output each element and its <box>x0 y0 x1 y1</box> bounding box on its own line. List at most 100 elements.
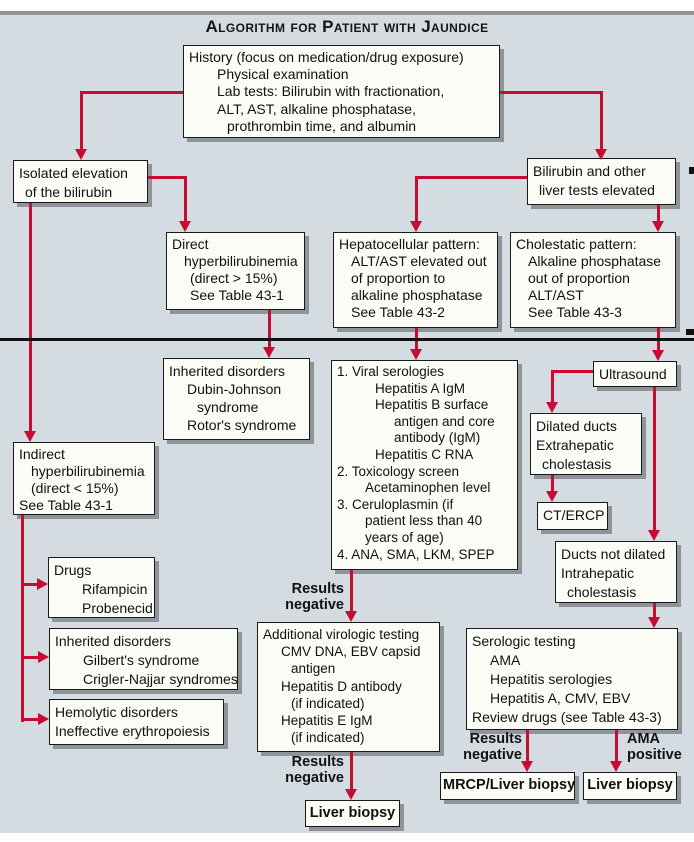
label-line: Results <box>291 754 344 770</box>
text-line: Extrahepatic <box>536 437 614 453</box>
edge-print-mark <box>689 167 694 174</box>
figure-title: Algorithm for Patient with Jaundice <box>205 17 489 36</box>
section-divider-line <box>0 338 694 341</box>
text-line: Bilirubin and other <box>533 163 646 179</box>
node-mrcp-liver-biopsy: MRCP/Liver biopsy <box>440 772 575 800</box>
connector-history-to-bilirubin <box>500 91 603 94</box>
node-drugs: Drugs Rifampicin Probenecid <box>48 557 155 618</box>
label-line: negative <box>463 746 522 763</box>
text-line: Hepatitis B surface <box>375 397 489 413</box>
text-line: hyperbilirubinemia <box>184 253 298 269</box>
text-line: See Table 43-3 <box>528 304 622 320</box>
text-line: ALT/AST <box>528 287 584 303</box>
connector-viral-to-additional <box>350 570 353 611</box>
label-results-negative-viral: Results negative <box>244 581 344 613</box>
text-line: Hepatocellular pattern: <box>339 236 480 252</box>
arrowhead-down-icon <box>75 149 87 160</box>
arrowhead-right-icon <box>38 713 49 725</box>
text-line: History (focus on medication/drug exposu… <box>189 49 464 65</box>
connector-indirect-to-gilbert <box>21 656 38 659</box>
top-rule <box>0 11 694 15</box>
text-line: Rifampicin <box>82 581 148 597</box>
text-line: patient less than 40 <box>365 513 483 529</box>
text-line: syndrome <box>197 399 259 415</box>
text-line: Additional virologic testing <box>263 627 420 642</box>
connector-isolated-to-direct <box>184 176 187 222</box>
text-line: years of age) <box>365 529 444 545</box>
text-line: Lab tests: Bilirubin with fractionation, <box>217 83 445 100</box>
text-line: Ducts not dilated <box>561 546 666 562</box>
text-line: alkaline phosphatase <box>351 287 483 303</box>
connector-isolated-to-direct <box>148 176 187 179</box>
text-line: Physical examination <box>217 66 349 83</box>
arrowhead-right-icon <box>37 578 48 590</box>
text-line: of proportion to <box>351 270 446 286</box>
text-line: See Table 43-1 <box>190 287 284 303</box>
connector-bilirubin-to-hepatocellular <box>417 176 527 179</box>
connector-ducts-to-serologic <box>653 603 656 617</box>
text-line: CMV DNA, EBV capsid <box>281 644 421 660</box>
node-liver-biopsy-center: Liver biopsy <box>305 800 400 827</box>
connector-bilirubin-to-cholestatic <box>657 205 660 221</box>
connector-ultrasound-to-dilated <box>551 370 554 402</box>
text-line: out of proportion <box>528 270 630 286</box>
text-line: antibody (IgM) <box>394 430 481 446</box>
node-ultrasound: Ultrasound <box>593 361 677 387</box>
text-line: See Table 43-2 <box>351 304 445 320</box>
arrowhead-down-icon <box>263 347 275 358</box>
arrowhead-down-icon <box>345 611 357 622</box>
text-line: Intrahepatic <box>561 565 635 581</box>
text-line: antigen <box>291 661 336 677</box>
label-results-negative-additional: Results negative <box>244 754 344 786</box>
text-line: Hepatitis A IgM <box>375 380 466 396</box>
text-line: cholestasis <box>542 456 612 472</box>
connector-history-to-isolated <box>80 91 183 94</box>
text-line: Serologic testing <box>472 633 576 649</box>
connector-history-to-isolated <box>80 91 83 149</box>
arrowhead-down-icon <box>652 221 664 232</box>
text-line: CT/ERCP <box>543 507 605 523</box>
arrowhead-down-icon <box>179 221 191 232</box>
text-line: 1. Viral serologies <box>337 364 445 379</box>
text-line: 2. Toxicology screen <box>337 463 460 479</box>
arrowhead-down-icon <box>24 431 36 442</box>
text-line: Drugs <box>54 562 92 578</box>
text-line: (if indicated) <box>291 730 365 746</box>
arrowhead-down-icon <box>546 491 558 502</box>
text-line: Ineffective erythropoiesis <box>55 723 210 739</box>
text-line: Acetaminophen level <box>365 480 491 496</box>
text-line: Inherited disorders <box>55 633 171 649</box>
text-line: Hepatitis E IgM <box>281 713 373 729</box>
arrowhead-down-icon <box>648 530 660 541</box>
text-line: ALT/AST elevated out <box>351 253 487 269</box>
node-isolated-elevation: Isolated elevation of the bilirubin <box>13 160 148 203</box>
text-line: Hepatitis C RNA <box>375 446 474 462</box>
connector-bilirubin-to-hepatocellular <box>415 176 418 221</box>
text-line: Gilbert's syndrome <box>83 652 200 668</box>
text-line: Hepatitis serologies <box>490 671 613 687</box>
connector-indirect-to-drugs <box>21 583 37 586</box>
text-line: (direct < 15%) <box>31 480 119 496</box>
text-line: Liver biopsy <box>309 805 396 821</box>
text-line: Indirect <box>19 446 65 462</box>
connector-serologic-to-mrcp <box>526 730 529 761</box>
connector-indirect-to-hemolytic <box>21 718 38 721</box>
text-line: cholestasis <box>567 584 637 600</box>
text-line: hyperbilirubinemia <box>31 463 145 479</box>
connector-isolated-to-indirect <box>29 203 32 431</box>
node-direct-hyperbilirubinemia: Direct hyperbilirubinemia (direct > 15%)… <box>166 232 305 310</box>
connector-history-to-bilirubin <box>600 91 603 149</box>
label-line: AMA <box>627 731 661 747</box>
text-line: AMA <box>490 652 521 668</box>
node-cholestatic-pattern: Cholestatic pattern: Alkaline phosphatas… <box>510 232 676 328</box>
arrowhead-down-icon <box>652 350 664 361</box>
text-line: 3. Ceruloplasmin (if <box>337 496 454 512</box>
text-line: Alkaline phosphatase <box>528 253 662 269</box>
label-line: positive <box>627 746 682 763</box>
node-gilbert-crigler: Inherited disorders Gilbert's syndrome C… <box>49 628 238 690</box>
arrowhead-right-icon <box>38 651 49 663</box>
text-line: liver tests elevated <box>539 182 655 198</box>
label-ama-positive: AMA positive <box>627 731 694 763</box>
text-line: Review drugs (see Table 43-3) <box>472 709 662 725</box>
